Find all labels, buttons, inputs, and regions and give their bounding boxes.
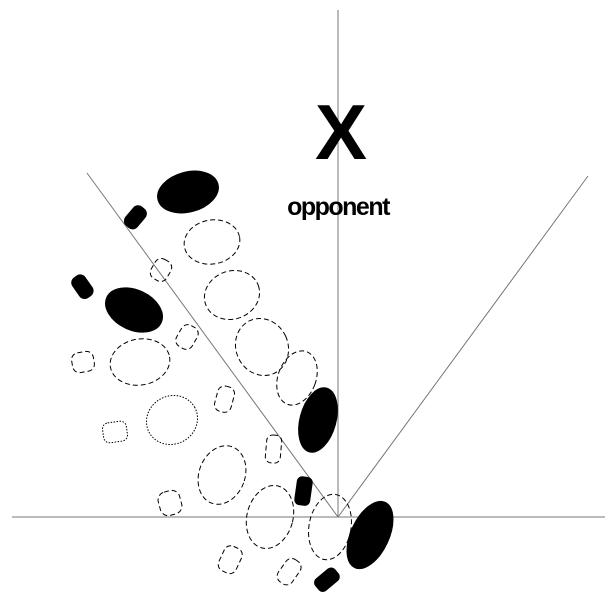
guide-diagonal-left [87,173,338,517]
footprint-ball-dashed [197,263,266,327]
footprint-heel-dashed [216,543,245,576]
dotted-footprint [102,386,207,454]
footprint-ball-dashed [181,215,244,268]
footprint-ball-dashed [106,334,173,390]
opponent-label: opponent [287,193,391,221]
footprint-heel-solid [313,566,342,594]
footprint-heel-dashed [156,489,183,518]
footprint-heel-dashed [70,350,95,374]
footprint-ball-solid [292,383,344,456]
opponent-marker: X [315,88,367,176]
footprint-ball-solid [98,279,169,341]
footprint-ball-dotted [137,386,206,454]
guide-diagonal-right [338,176,588,517]
footprint-heel-dashed [213,384,236,414]
footprint-heel-dashed [265,434,282,463]
footprint-ball-solid [153,165,223,220]
footprint-heel-dashed [274,556,303,588]
footprint-ball-dashed [226,310,298,385]
footprint-heel-dotted [102,420,129,443]
footprint-ball-dashed [190,439,254,511]
footprint-heel-dashed [148,256,175,284]
footprint-heel-solid [294,476,313,506]
footprint-heel-solid [69,273,95,301]
footprint-ball-solid [338,494,403,575]
footprint-heel-dashed [173,322,201,352]
